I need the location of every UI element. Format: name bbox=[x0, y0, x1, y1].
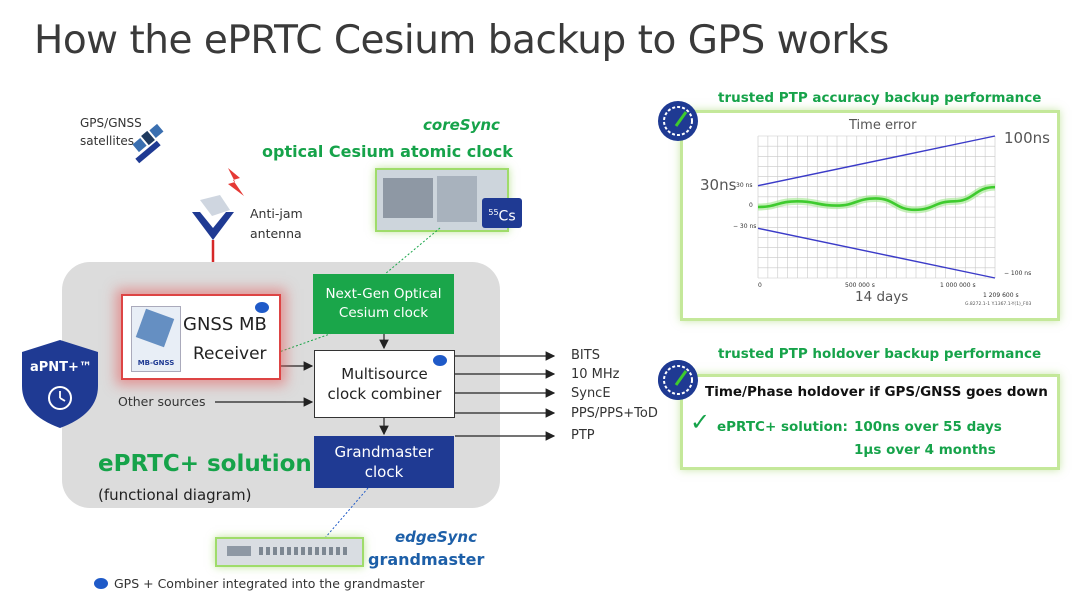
holdover-panel bbox=[680, 374, 1060, 470]
gnss-line1: GNSS MB bbox=[183, 314, 267, 335]
nextgen-cesium-clock-box: Next-Gen Optical Cesium clock bbox=[313, 274, 454, 334]
coresync-subtitle: optical Cesium atomic clock bbox=[262, 142, 513, 161]
cesium-badge-sup: 55 bbox=[488, 208, 499, 217]
label-100ns: 100ns bbox=[1004, 129, 1050, 147]
xtick-500k: 500 000 s bbox=[845, 282, 875, 289]
ytick-top: 30 ns bbox=[736, 182, 753, 189]
checkmark-icon: ✓ bbox=[690, 408, 711, 436]
edgesync-subtitle: grandmaster bbox=[368, 550, 485, 569]
chart-title: Time error bbox=[849, 118, 917, 133]
solution-label: ePRTC+ solution bbox=[98, 451, 312, 477]
ytick-zero: 0 bbox=[749, 202, 753, 209]
chart-caption: G.8272.1-1 Y.1367.1-Y(1)_F03 bbox=[965, 302, 1032, 307]
functional-label: (functional diagram) bbox=[98, 486, 252, 504]
grandmaster-clock-box: Grandmaster clock bbox=[314, 436, 454, 488]
output-synce: SyncE bbox=[571, 386, 611, 401]
edgesync-brand: edgeSync bbox=[395, 528, 477, 546]
holdover-heading: trusted PTP holdover backup performance bbox=[718, 346, 1042, 362]
output-ptp: PTP bbox=[571, 428, 595, 443]
coresync-brand: coreSync bbox=[423, 116, 500, 134]
other-sources-label: Other sources bbox=[118, 394, 206, 409]
multisource-combiner-box: Multisource clock combiner bbox=[314, 350, 455, 418]
satellites-label: GPS/GNSS satellites bbox=[80, 116, 142, 148]
xtick-0: 0 bbox=[758, 282, 762, 289]
page-title: How the ePRTC Cesium backup to GPS works bbox=[34, 18, 889, 63]
mb-gnss-chip-icon: MB-GNSS bbox=[131, 306, 181, 372]
holdover-value1: 100ns over 55 days bbox=[854, 419, 1002, 435]
ytick-bottom-right: − 100 ns bbox=[1004, 270, 1032, 277]
multisource-label: Multisource clock combiner bbox=[327, 365, 442, 403]
xtick-end: 1 209 600 s bbox=[983, 292, 1019, 299]
ytick-bottom: − 30 ns bbox=[733, 223, 757, 230]
footnote: GPS + Combiner integrated into the grand… bbox=[114, 576, 425, 591]
apnt-label: aPNT+™ bbox=[30, 360, 92, 375]
output-bits: BITS bbox=[571, 348, 600, 363]
antenna-label: Anti-jam antenna bbox=[250, 206, 303, 241]
output-10mhz: 10 MHz bbox=[571, 367, 620, 382]
legend-dot-icon bbox=[94, 578, 108, 589]
integrated-dot-icon bbox=[255, 302, 269, 313]
edgesync-device-image bbox=[215, 537, 364, 567]
xtick-1m: 1 000 000 s bbox=[940, 282, 976, 289]
holdover-line1: Time/Phase holdover if GPS/GNSS goes dow… bbox=[705, 384, 1048, 400]
label-30ns: 30ns bbox=[700, 176, 737, 194]
output-pps: PPS/PPS+ToD bbox=[571, 406, 658, 421]
gnss-line2: Receiver bbox=[193, 344, 267, 364]
cesium-badge: 55Cs bbox=[482, 198, 522, 228]
gnss-receiver-box: MB-GNSS GNSS MB Receiver bbox=[121, 294, 281, 380]
integrated-dot-icon bbox=[433, 355, 447, 366]
holdover-solution-prefix: ePRTC+ solution: bbox=[717, 419, 848, 435]
mb-gnss-chip-label: MB-GNSS bbox=[137, 359, 175, 367]
label-14days: 14 days bbox=[855, 289, 909, 305]
accuracy-heading: trusted PTP accuracy backup performance bbox=[718, 90, 1042, 106]
cesium-badge-symbol: Cs bbox=[498, 208, 516, 225]
holdover-value2: 1µs over 4 months bbox=[854, 442, 996, 458]
